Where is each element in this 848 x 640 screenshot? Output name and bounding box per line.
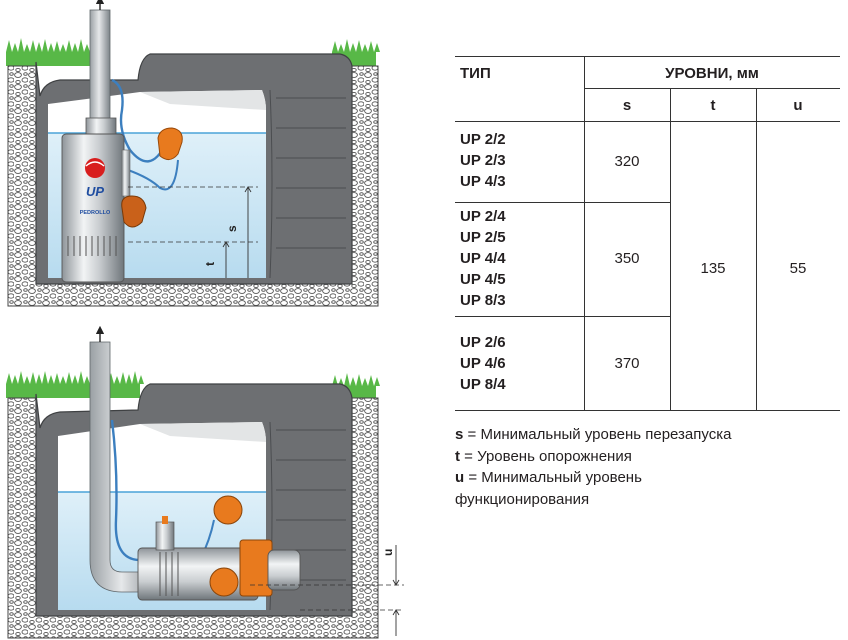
table-top-rule xyxy=(455,56,840,57)
u-value: 55 xyxy=(789,260,807,277)
dimension-u-label: u xyxy=(381,549,395,556)
legend-item-u: u = Минимальный уровень функционирования xyxy=(455,467,685,510)
dimension-t-label: t xyxy=(203,262,217,266)
pump-brand: PEDROLLO xyxy=(80,210,111,216)
group-1-types: UP 2/2 UP 2/3 UP 4/3 xyxy=(460,129,506,192)
t-value: 135 xyxy=(700,260,726,277)
group-3-s-value: 370 xyxy=(614,355,640,372)
type-row: UP 8/3 xyxy=(460,292,506,309)
type-row: UP 4/3 xyxy=(460,173,506,190)
legend-item-t: t = Уровень опорожнения xyxy=(455,446,845,468)
installation-diagrams: UP PEDROLLO s t xyxy=(6,0,404,639)
legend-symbol: s xyxy=(455,426,464,443)
type-row: UP 2/6 xyxy=(460,334,506,351)
col-rule-t xyxy=(756,88,757,410)
header-col-u: u xyxy=(793,97,803,114)
float-switch-lower-2 xyxy=(209,567,239,597)
group-1-s-value: 320 xyxy=(614,153,640,170)
float-switch-lower xyxy=(121,195,147,228)
float-switch-upper-2 xyxy=(213,495,243,525)
dimension-s-label: s xyxy=(225,225,239,232)
type-row: UP 4/5 xyxy=(460,271,506,288)
legend-text: = Минимальный уровень функционирования xyxy=(455,469,642,508)
type-row: UP 2/2 xyxy=(460,131,506,148)
type-row: UP 2/5 xyxy=(460,229,506,246)
legend-symbol: t xyxy=(455,447,460,465)
group-3-types: UP 2/6 UP 4/6 UP 8/4 xyxy=(460,332,506,395)
power-cable xyxy=(111,78,170,163)
header-levels: УРОВНИ, мм xyxy=(665,65,759,82)
group-2-types: UP 2/4 UP 2/5 UP 4/4 UP 4/5 UP 8/3 xyxy=(460,206,506,311)
legend: s = Минимальный уровень перезапуска t = … xyxy=(455,424,845,510)
header-col-s: s xyxy=(622,97,632,114)
table-subheader-rule xyxy=(584,88,840,89)
diagram-pump-horizontal: u xyxy=(6,325,404,639)
power-cable-2 xyxy=(110,419,161,562)
legend-item-s: s = Минимальный уровень перезапуска xyxy=(455,424,845,446)
legend-symbol: u xyxy=(455,469,465,486)
col-rule-type xyxy=(584,56,585,410)
type-row: UP 4/6 xyxy=(460,355,506,372)
type-row: UP 4/4 xyxy=(460,250,506,267)
diagram-submersible-vertical: UP PEDROLLO s t xyxy=(6,0,380,307)
col-rule-s xyxy=(670,88,671,410)
table-header-rule xyxy=(455,121,840,122)
submersible-pump: UP PEDROLLO xyxy=(61,117,131,283)
type-row: UP 2/3 xyxy=(460,152,506,169)
header-type: ТИП xyxy=(460,65,491,82)
group-2-s-value: 350 xyxy=(614,250,640,267)
table-bottom-rule xyxy=(455,410,840,411)
legend-text: = Уровень опорожнения xyxy=(464,447,632,465)
group-rule-2 xyxy=(455,316,670,317)
type-row: UP 8/4 xyxy=(460,376,506,393)
group-rule-1 xyxy=(455,202,670,203)
pump-logo: UP xyxy=(86,184,104,199)
type-row: UP 2/4 xyxy=(460,208,506,225)
legend-text: = Минимальный уровень перезапуска xyxy=(467,426,732,443)
header-col-t: t xyxy=(710,97,716,114)
float-switch-upper xyxy=(157,127,183,160)
grass-left xyxy=(6,38,96,66)
